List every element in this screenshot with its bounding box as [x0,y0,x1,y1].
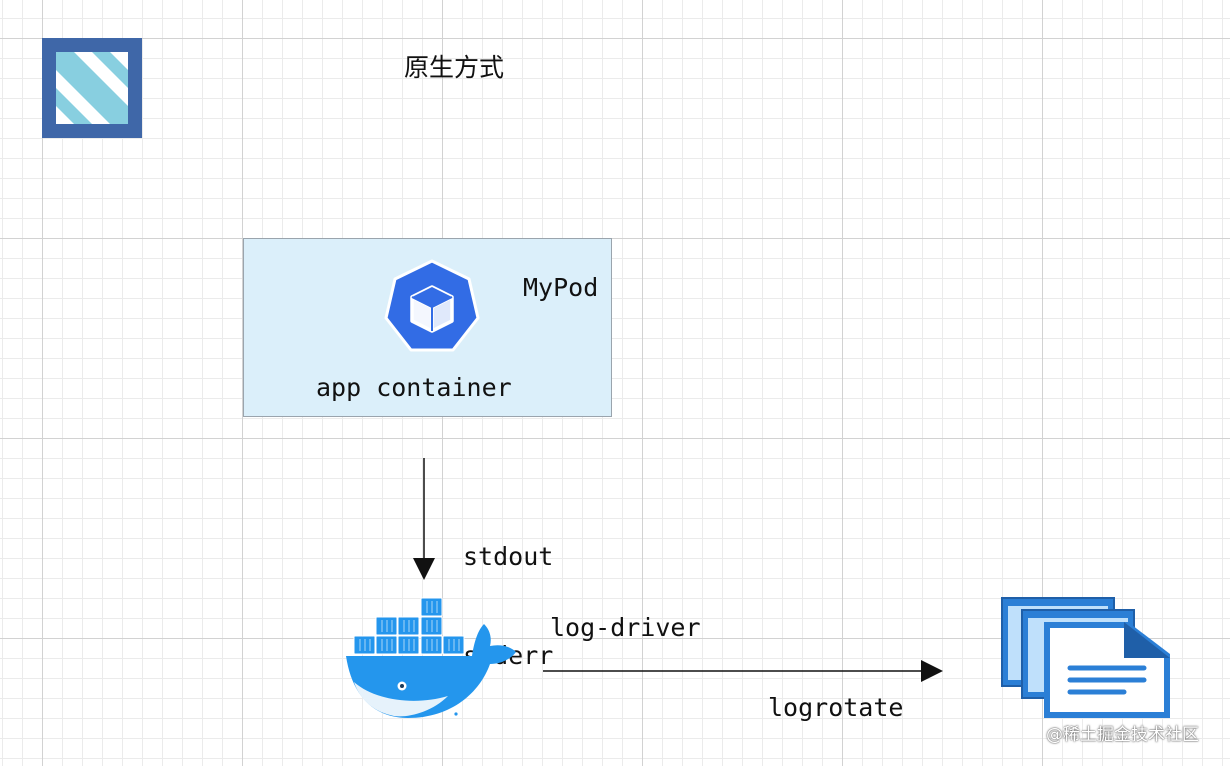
log-driver-label: log-driver [550,613,701,642]
cncf-logo-icon [42,38,142,138]
log-files-icon [1001,597,1170,718]
logrotate-label: logrotate [768,693,904,722]
stdout-label: stdout [463,542,554,571]
kubernetes-pod-icon [384,259,480,352]
stdout-arrow [413,458,435,580]
log-driver-arrow [543,660,943,682]
watermark: @稀土掘金技术社区 [1046,725,1199,745]
docker-whale-icon [346,597,516,718]
diagram-title: 原生方式 [404,53,505,82]
pod-name-label: MyPod [523,273,599,302]
app-container-label: app container [316,373,512,402]
